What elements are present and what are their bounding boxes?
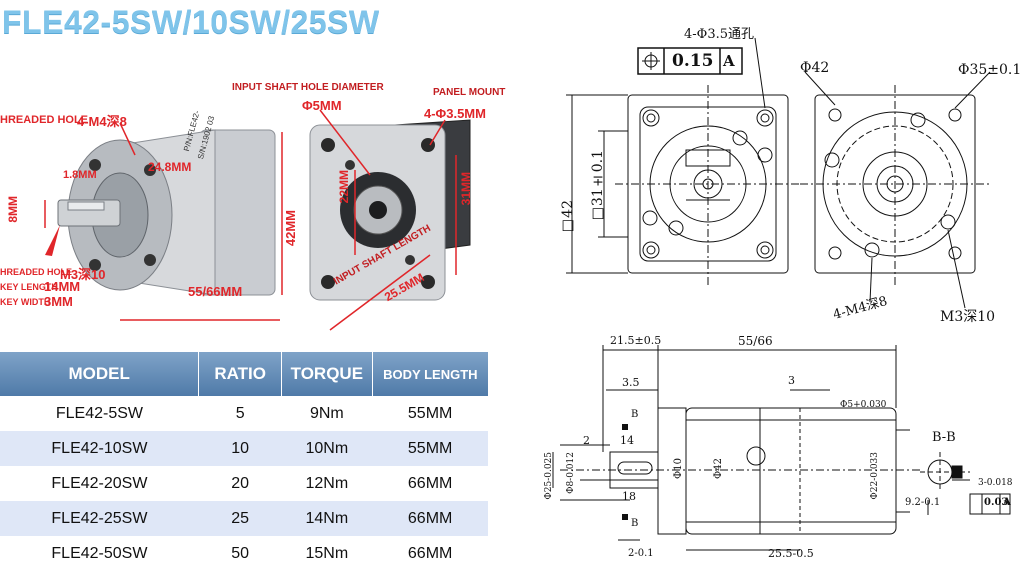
dim-31-label: 31MM	[459, 172, 473, 206]
key-length-label: KEY LENGTH	[0, 282, 58, 292]
dim-3-5-label: 3.5	[622, 376, 640, 389]
table-row: FLE42-10SW 10 10Nm 55MM	[0, 431, 488, 466]
cell-model: FLE42-10SW	[0, 431, 199, 466]
section-marker-bottom: B	[631, 518, 639, 529]
dim-phi-10-label: Φ10	[673, 458, 684, 479]
table-header-row: MODEL RATIO TORQUE BODY LENGTH	[0, 352, 488, 396]
square-31-label: □31±0.1	[590, 150, 606, 223]
thread-hole	[405, 255, 415, 265]
m3-depth-drawing-label: M3深10	[940, 309, 996, 325]
arrow-shaft	[45, 225, 60, 256]
dim-8-label: 8MM	[6, 196, 20, 223]
cell-ratio: 10	[198, 431, 282, 466]
page-title: FLE42-5SW/10SW/25SW	[2, 4, 380, 40]
threaded-hole-bottom-label: HREADED HOLE	[0, 267, 73, 277]
dim-phi-25-label: Φ25-0.025	[544, 452, 554, 500]
dim-25-5-drawing-label: 25.5-0.5	[768, 547, 814, 560]
key-length-value: 14MM	[44, 279, 81, 294]
photo-dimension-lines	[44, 109, 457, 331]
cell-model: FLE42-50SW	[0, 536, 199, 571]
cell-model: FLE42-20SW	[0, 466, 199, 501]
input-hole-core	[369, 201, 387, 219]
dim-1-8-label: 1.8MM	[63, 169, 97, 181]
dim-phi-42-side-label: Φ42	[713, 458, 724, 479]
cell-torque: 14Nm	[281, 501, 373, 536]
table-row: FLE42-20SW 20 12Nm 66MM	[0, 466, 488, 501]
table-row: FLE42-5SW 5 9Nm 55MM	[0, 396, 488, 431]
cell-ratio: 50	[198, 536, 282, 571]
mount-hole	[144, 254, 156, 266]
phi-3-5-label: 4-Φ3.5MM	[424, 106, 486, 121]
cell-ratio: 25	[198, 501, 282, 536]
cell-body-length: 55MM	[372, 396, 488, 431]
phi-35-label: Φ35±0.1	[958, 62, 1022, 78]
header-torque: TORQUE	[280, 352, 373, 396]
key-width-value: 3MM	[44, 294, 73, 309]
cell-torque: 15Nm	[281, 536, 373, 571]
cell-torque: 12Nm	[281, 466, 373, 501]
dim-21-5-label: 21.5±0.5	[610, 334, 662, 347]
shaft-key	[67, 201, 105, 211]
side-view-body	[685, 407, 897, 535]
dim-9-2-label: 9.2-0.1	[905, 497, 941, 508]
panel-hole	[421, 275, 435, 289]
flatness-ref: A	[1003, 497, 1011, 508]
table-row: FLE42-50SW 50 15Nm 66MM	[0, 536, 488, 571]
panel-hole	[321, 138, 335, 152]
section-title: B-B	[932, 430, 956, 445]
dim-24-8-label: 24.8MM	[148, 160, 192, 174]
dim-55-66-label: 55/66MM	[188, 284, 243, 299]
header-model: MODEL	[0, 352, 199, 396]
phi-5-label: Φ5MM	[302, 98, 342, 113]
header-body-length: BODY LENGTH	[371, 352, 488, 396]
m3-depth-label: M3深10	[60, 267, 106, 282]
flatness-value: 0.03	[984, 497, 1009, 508]
tolerance-ref: A	[723, 52, 735, 70]
dim-phi-5-label: Φ5+0.030	[840, 400, 887, 410]
tolerance-value: 0.15	[672, 51, 714, 71]
threaded-hole-label: HREADED HOLE	[0, 114, 89, 126]
cell-ratio: 5	[198, 396, 282, 431]
dim-3-label: 3	[788, 374, 795, 387]
dim-phi-22-label: Φ22-0.033	[870, 452, 880, 500]
cell-body-length: 55MM	[372, 431, 488, 466]
gearbox-photo	[44, 109, 471, 331]
dim-14-label: 14	[620, 434, 634, 447]
table-row: FLE42-25SW 25 14Nm 66MM	[0, 501, 488, 536]
mount-hole	[89, 259, 101, 271]
m4-depth-label: 4-M4深8	[77, 114, 127, 129]
panel-mount-label: PANEL MOUNT	[433, 87, 506, 98]
mount-hole	[89, 159, 101, 171]
spec-table: MODEL RATIO TORQUE BODY LENGTH FLE42-5SW…	[0, 352, 488, 571]
cell-torque: 10Nm	[281, 431, 373, 466]
cell-body-length: 66MM	[372, 536, 488, 571]
dim-2-0-label: 2-0.1	[628, 548, 654, 559]
dim-3-section-label: 3-0.018	[978, 478, 1013, 488]
holes-label: 4-Φ3.5通孔	[684, 27, 754, 42]
dim-55-66-drawing-label: 55/66	[738, 334, 773, 348]
dim-42-label: 42MM	[283, 210, 298, 247]
cell-torque: 9Nm	[281, 396, 373, 431]
cell-body-length: 66MM	[372, 466, 488, 501]
section-marker-top: B	[631, 409, 639, 420]
dim-22-label: 22MM	[337, 170, 351, 204]
dim-18-label: 18	[622, 490, 636, 503]
key-width-label: KEY WIDTH	[0, 297, 51, 307]
phi-42-label: Φ42	[800, 60, 830, 76]
input-shaft-hole-label: INPUT SHAFT HOLE DIAMETER	[232, 82, 384, 93]
panel-hole	[321, 275, 335, 289]
thread-hole	[345, 160, 355, 170]
header-ratio: RATIO	[198, 352, 282, 396]
cell-ratio: 20	[198, 466, 282, 501]
cell-body-length: 66MM	[372, 501, 488, 536]
dim-2-label: 2	[583, 434, 590, 447]
mount-hole	[144, 164, 156, 176]
cell-model: FLE42-25SW	[0, 501, 199, 536]
dim-phi-8-label: Φ8-0.012	[566, 452, 576, 494]
cell-model: FLE42-5SW	[0, 396, 199, 431]
square-42-label: □42	[560, 200, 576, 234]
technical-drawing	[552, 37, 1011, 551]
